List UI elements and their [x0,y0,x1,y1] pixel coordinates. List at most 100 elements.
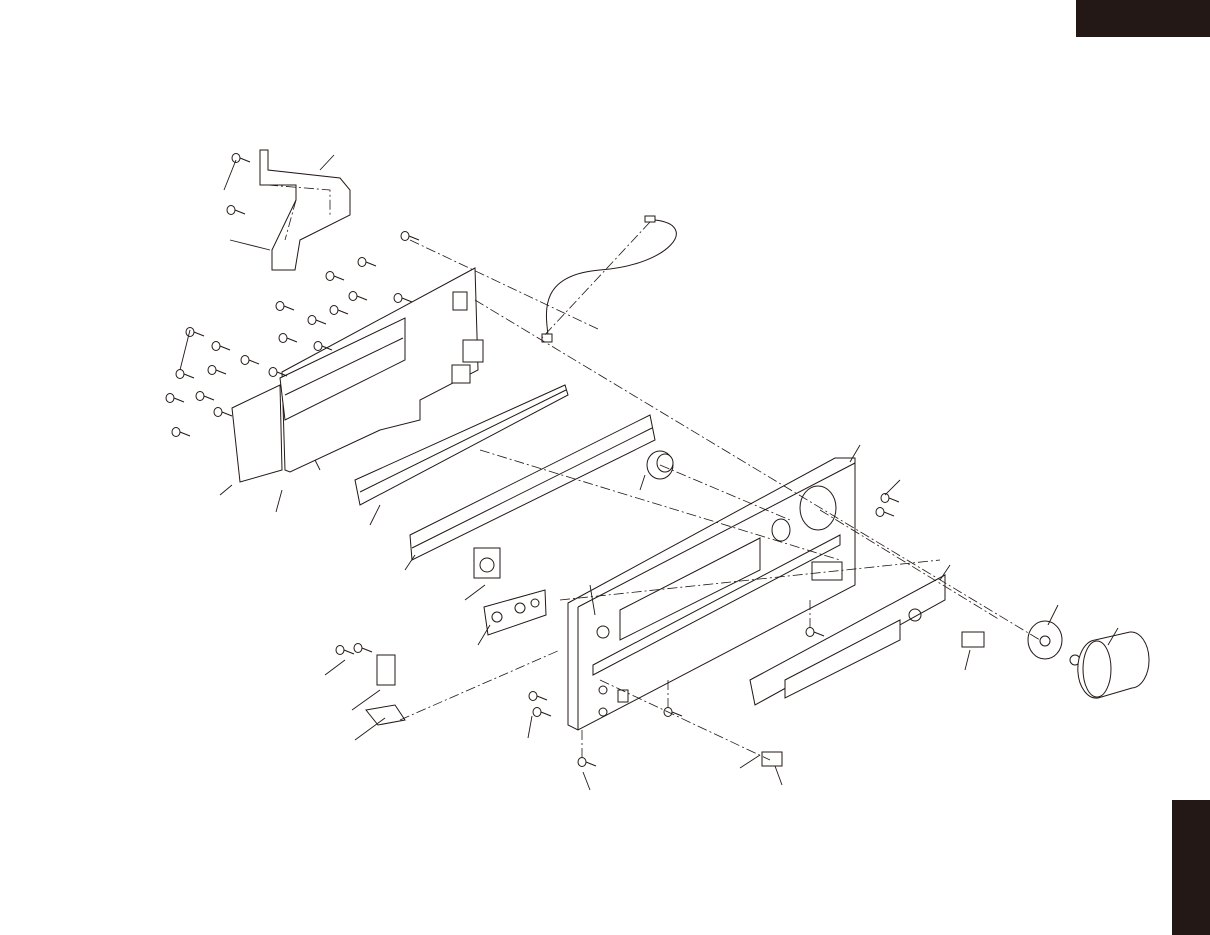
screw-head [268,367,278,377]
screw-icon [240,355,260,365]
screw-shaft [337,309,349,315]
page-tab-side [1172,800,1210,935]
screw-shaft [888,497,900,503]
assembly-guide-line [559,559,941,601]
screw-icon [226,205,246,215]
screw-icon [185,327,205,337]
screw-shaft [361,647,373,653]
screw-icon [875,507,895,517]
volume-knob [1027,620,1150,699]
screw-shaft [315,319,327,325]
screw-head [875,507,885,517]
leader-line [324,659,346,676]
leader-line [884,479,901,496]
screw-icon [171,427,191,437]
assembly-guide-line [474,299,1041,641]
push-button-bottom [761,751,783,767]
leader-line [939,564,951,581]
screw-icon [207,365,227,375]
screw-head [195,391,205,401]
shield-bracket [259,149,351,271]
screw-head [165,393,175,403]
screw-head [213,407,223,417]
screw-shaft [283,305,295,311]
screw-head [577,757,587,767]
screw-icon [357,257,377,267]
screw-head [278,333,288,343]
screw-icon [577,757,597,767]
screw-shaft [585,761,597,767]
display-holder-upper [354,384,569,506]
leader-line [369,504,381,526]
screw-head [329,305,339,315]
assembly-guide-line [659,464,791,521]
leader-line [1107,627,1119,646]
assembly-guide-line [539,221,651,341]
screw-head [240,355,250,365]
assembly-guide-line [819,509,1001,621]
screw-head [357,257,367,267]
screw-icon [329,305,349,315]
screw-icon [335,645,355,655]
leader-line [319,154,335,171]
screw-shaft [671,711,683,717]
leader-line [229,239,271,251]
leader-line [219,484,233,496]
screw-shaft [536,695,548,701]
screw-shaft [333,275,345,281]
screw-icon [213,407,233,417]
screw-shaft [215,369,227,375]
assembly-guide-line [409,239,601,331]
leader-line [404,554,416,571]
screw-icon [528,691,548,701]
screw-shaft [356,295,368,301]
assembly-guide-line [599,679,771,761]
screw-head [393,293,403,303]
screw-head [335,645,345,655]
screw-head [528,691,538,701]
display-window [749,574,946,706]
display-holder-lower [409,414,656,561]
screw-icon [348,291,368,301]
leader-line [582,771,591,791]
screw-head [348,291,358,301]
screw-head [307,315,317,325]
leader-line [527,715,533,739]
screw-shaft [234,209,246,215]
screw-icon [307,315,327,325]
screw-head [185,327,195,337]
screw-icon [353,643,373,653]
screw-icon [195,391,215,401]
screw-shaft [540,711,552,717]
leader-line [223,159,237,191]
screw-shaft [193,331,205,337]
assembly-guide-line [479,449,841,561]
leader-line [639,474,646,491]
screw-icon [175,369,195,379]
screw-shaft [183,373,195,379]
screw-shaft [219,345,231,351]
jack-board [483,589,547,636]
leader-line [477,624,491,646]
screw-head [532,707,542,717]
screw-shaft [813,631,825,637]
screw-icon [165,393,185,403]
switch-block [473,547,501,579]
screw-shaft [401,297,413,303]
main-circuit-board [279,267,484,473]
leader-line [849,444,861,463]
leader-line [314,459,321,471]
screw-shaft [221,411,233,417]
front-panel [567,457,856,731]
leader-line [354,717,386,741]
assembly-guide-line [399,649,561,721]
screw-head [400,231,410,241]
push-button-right [961,631,985,648]
screw-icon [278,333,298,343]
screw-icon [880,493,900,503]
leader-line [1047,604,1059,626]
leader-line [275,489,283,513]
leader-line [351,689,381,711]
